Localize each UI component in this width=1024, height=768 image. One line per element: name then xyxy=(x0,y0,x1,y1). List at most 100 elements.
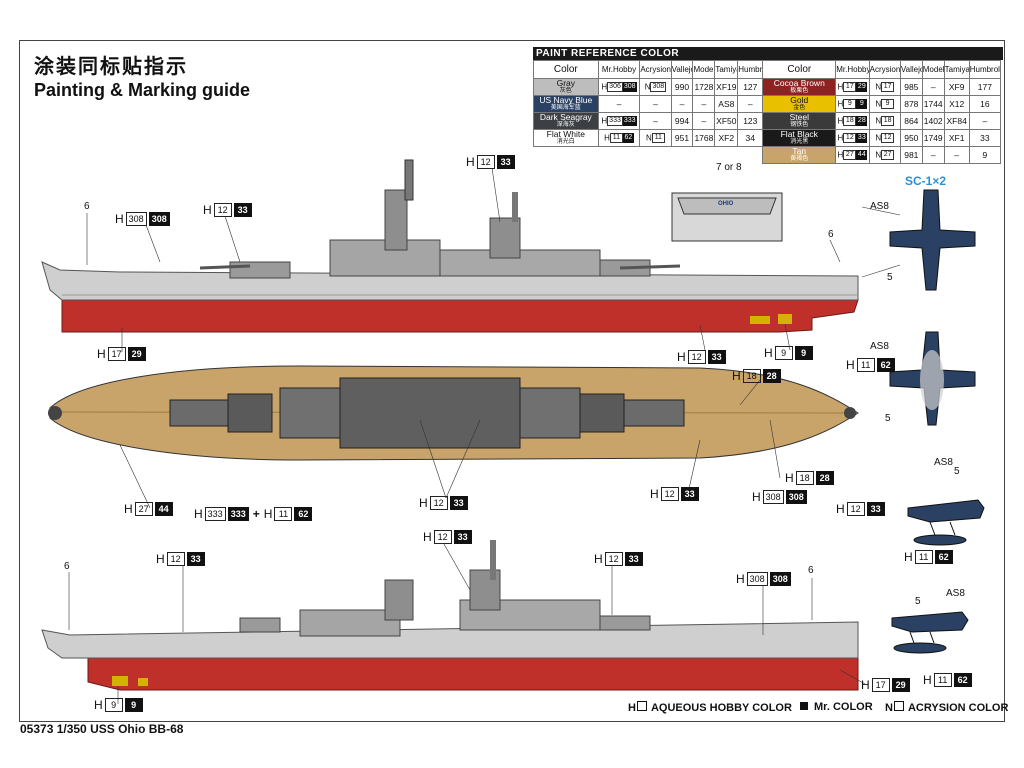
label-as8-4: AS8 xyxy=(946,588,965,599)
color-name-cn: 灰色 xyxy=(559,88,572,94)
label-6-bottom-left: 6 xyxy=(64,561,70,572)
paint-code-humbrol: 9 xyxy=(968,146,1002,164)
color-name: Dark Seagray xyxy=(539,112,592,122)
label-6-top-left: 6 xyxy=(84,201,90,212)
color-name: Flat White xyxy=(546,129,585,139)
title-english: Painting & Marking guide xyxy=(34,80,251,100)
label-as8-3: AS8 xyxy=(934,457,953,468)
label-ohio-nameplate: OHIO xyxy=(718,201,734,207)
drawing-frame xyxy=(19,40,1005,722)
footer-product-code: 05373 1/350 USS Ohio BB-68 xyxy=(20,722,184,736)
color-name: Tan xyxy=(792,146,807,156)
color-name: Cocoa Brown xyxy=(773,78,825,88)
color-name: Flat Black xyxy=(780,129,818,139)
paint-code-vallejo: 951 xyxy=(670,129,694,147)
label-as8-1: AS8 xyxy=(870,201,889,212)
color-name: Gold xyxy=(790,95,809,105)
ship-top-view xyxy=(48,365,859,461)
ship-profile-starboard xyxy=(41,159,859,333)
ship-profile-port xyxy=(41,540,859,691)
color-name-cn: 消光白 xyxy=(556,139,575,145)
color-name-cn: 黄褐色 xyxy=(790,156,809,162)
aircraft-sc1-1 xyxy=(889,189,976,291)
aircraft-sc1-side-1 xyxy=(907,499,985,546)
label-sc1-x2: SC-1×2 xyxy=(905,174,947,188)
color-name: Steel xyxy=(789,112,809,122)
paint-table-title: PAINT REFERENCE COLOR xyxy=(533,47,1003,60)
aircraft-sc1-side-2 xyxy=(891,611,969,654)
label-5-2: 5 xyxy=(885,413,891,424)
label-6-top-right: 6 xyxy=(828,229,834,240)
stern-name-detail xyxy=(671,192,783,242)
color-name-cn: 板栗色 xyxy=(790,88,809,94)
paint-code-humbrol: 127 xyxy=(737,78,764,96)
label-5-4: 5 xyxy=(915,596,921,607)
label-as8-2: AS8 xyxy=(870,341,889,352)
leader-lines xyxy=(68,167,901,704)
color-name: Gray xyxy=(556,78,576,88)
color-name-cn: 金色 xyxy=(793,105,806,111)
label-6-bottom-right: 6 xyxy=(808,565,814,576)
paint-table-header-cell: Tamiya xyxy=(943,60,970,79)
color-name-cn: 美国海军蓝 xyxy=(550,105,581,111)
label-5-3: 5 xyxy=(954,466,960,477)
paint-code-mm: – xyxy=(921,146,945,164)
paint-code-humbrol: 34 xyxy=(737,129,764,147)
paint-code-tamiya: XF2 xyxy=(714,129,739,147)
label-5-1: 5 xyxy=(887,272,893,283)
aircraft-sc1-2 xyxy=(889,331,976,426)
color-name-cn: 深海灰 xyxy=(556,122,575,128)
legend-mr-color: Mr. COLOR xyxy=(800,701,873,713)
title-chinese: 涂装同标贴指示 xyxy=(34,54,188,78)
label-7-or-8: 7 or 8 xyxy=(716,162,742,173)
color-name-cn: 消光黑 xyxy=(790,139,809,145)
